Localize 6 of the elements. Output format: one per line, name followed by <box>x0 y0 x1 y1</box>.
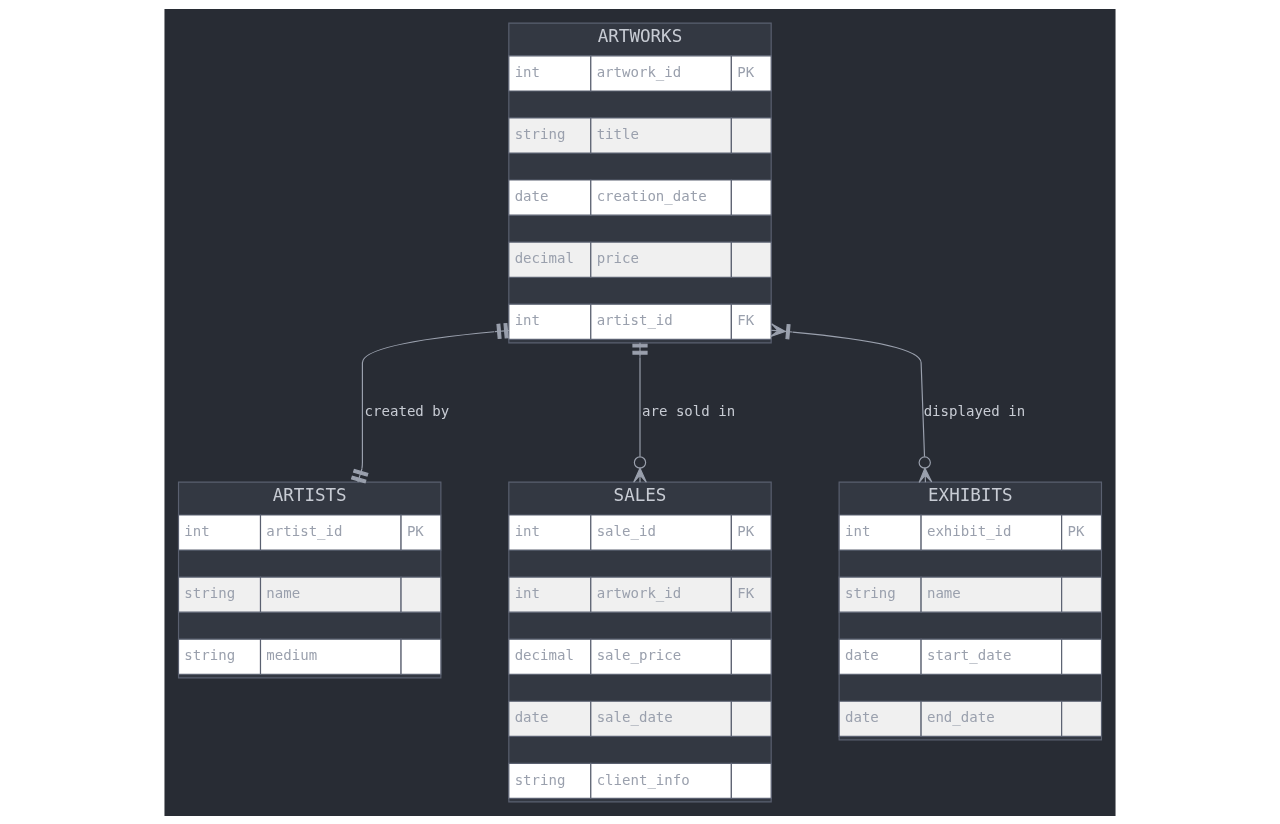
edge-label: created by <box>364 402 450 419</box>
connector <box>632 341 648 483</box>
edge-label: are sold in <box>642 402 736 419</box>
edge-label: displayed in <box>923 402 1026 419</box>
connector <box>350 322 510 484</box>
connector <box>770 322 933 483</box>
